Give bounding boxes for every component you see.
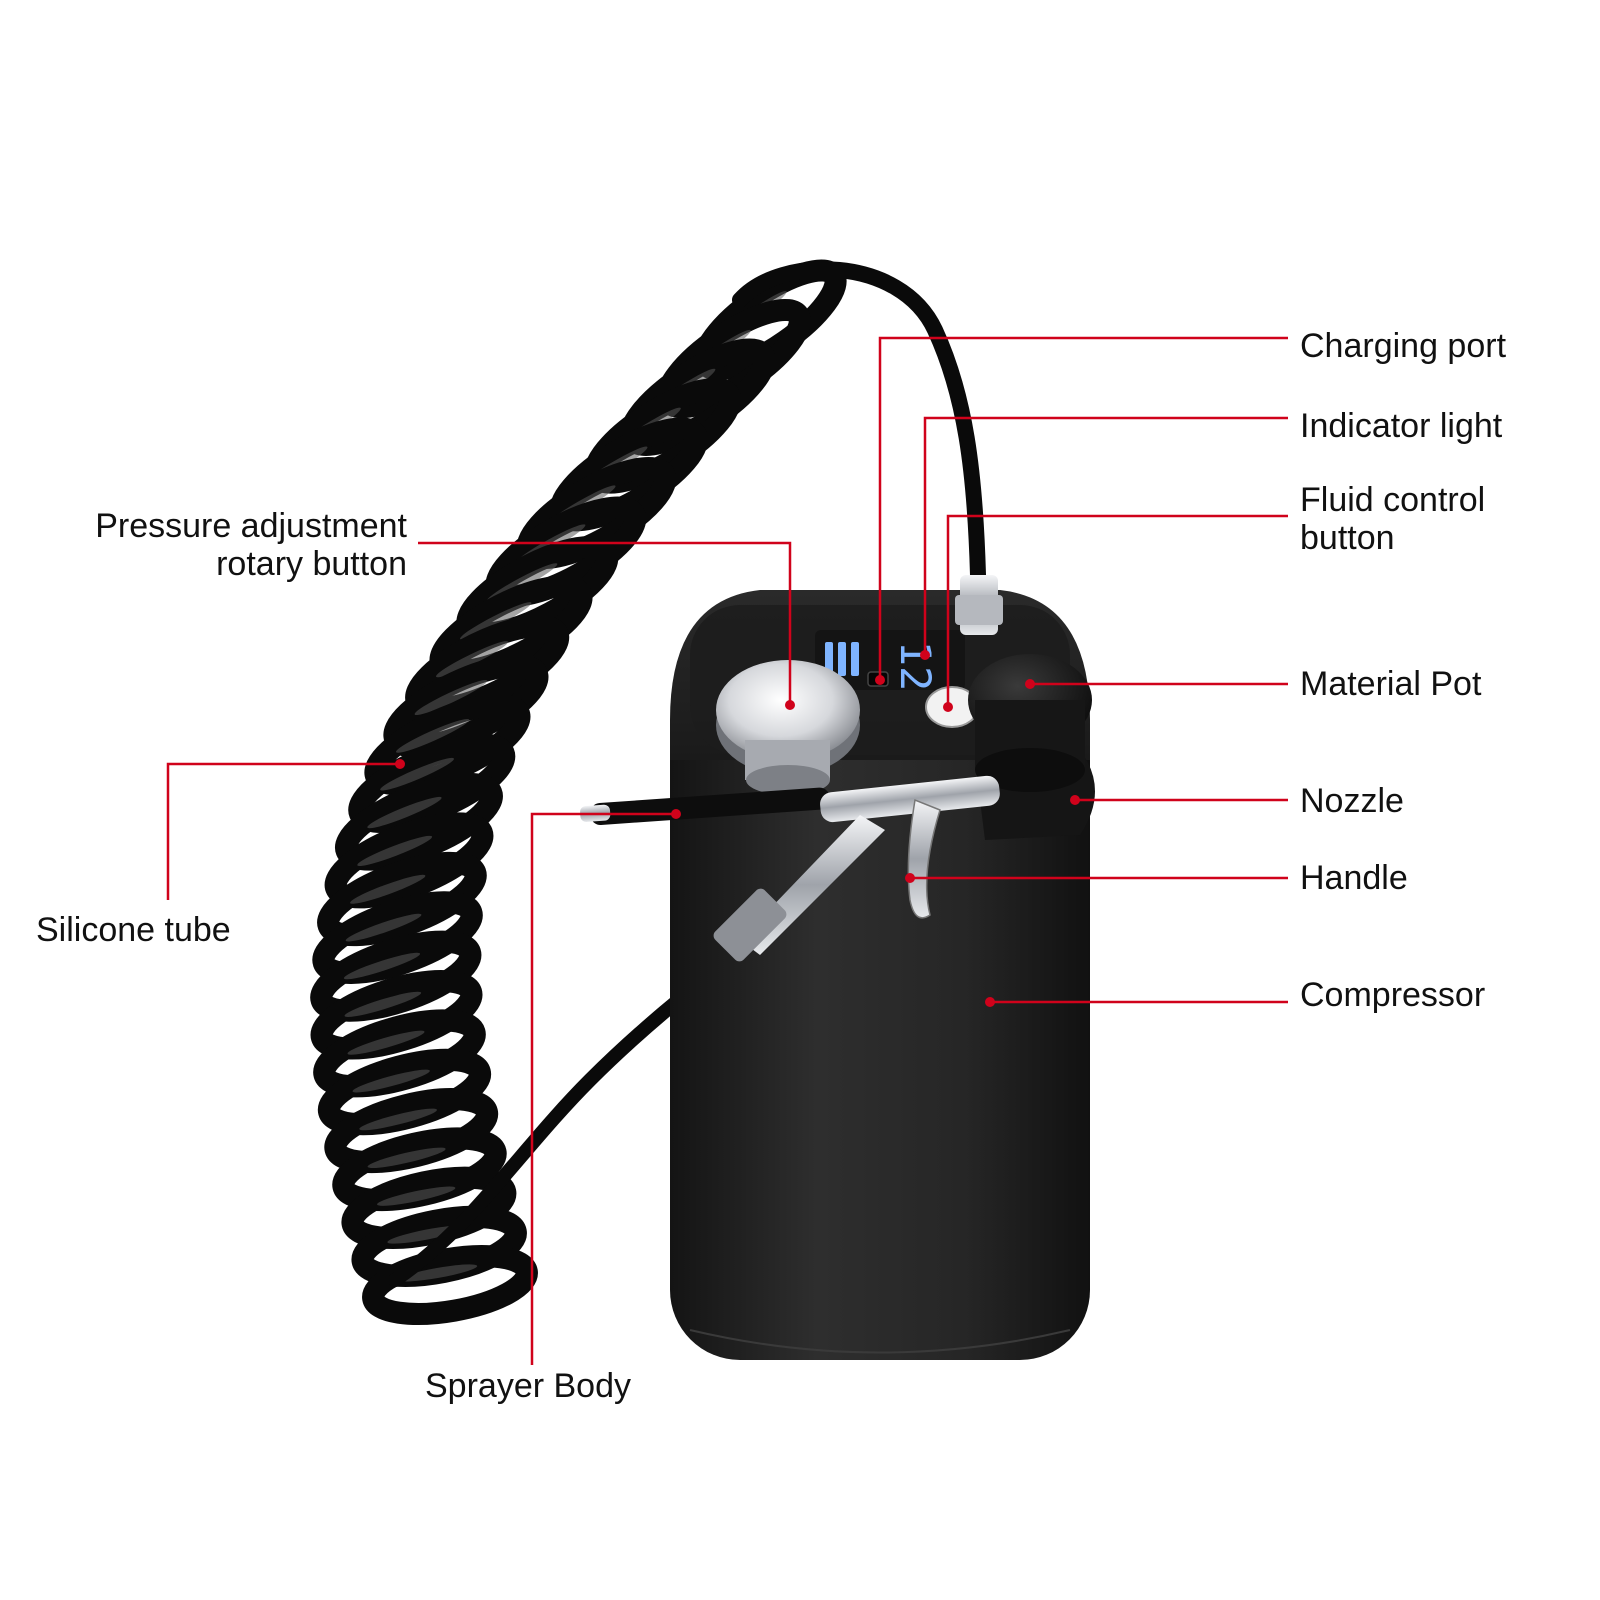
leader-compressor-dot: [985, 997, 995, 1007]
label-fluid-control-line2: button: [1300, 519, 1395, 557]
leader-fluid-control: [946, 514, 1288, 707]
display-reading: 12: [891, 641, 940, 692]
label-silicone-tube: Silicone tube: [36, 911, 231, 949]
coil-highlight: [350, 874, 426, 904]
coil-highlight: [380, 757, 454, 791]
label-handle: Handle: [1300, 859, 1408, 897]
leader-lines: [166, 336, 1288, 1365]
leader-material-pot-dot: [1025, 679, 1035, 689]
leader-pressure: [418, 541, 792, 705]
coil-highlight: [398, 1264, 478, 1282]
label-compressor: Compressor: [1300, 976, 1486, 1014]
silicone-tube-top: [732, 261, 986, 583]
coil-highlight: [460, 602, 532, 640]
leader-charging-port: [878, 336, 1288, 680]
leader-pressure-dot: [785, 700, 795, 710]
coil-loop: [334, 772, 503, 871]
airbrush-sprayer[interactable]: [580, 775, 1001, 964]
coil-highlight: [414, 680, 488, 716]
coil-loop: [324, 812, 494, 909]
leader-silicone-tube: [166, 762, 400, 900]
battery-bars-icon: [825, 642, 859, 676]
leader-nozzle-dot: [1070, 795, 1080, 805]
leader-charging-port-dot: [875, 675, 885, 685]
label-sprayer-body: Sprayer Body: [425, 1367, 631, 1405]
coil-highlight: [367, 1147, 446, 1169]
label-pressure-line2: rotary button: [216, 545, 407, 583]
leader-sprayer-body: [530, 812, 676, 1365]
coil-highlight: [436, 641, 509, 678]
leader-indicator-light-dot: [920, 650, 930, 660]
leader-sprayer-body-dot: [671, 809, 681, 819]
coil-highlight: [345, 913, 422, 942]
coil-highlight: [343, 952, 421, 980]
coil-loop: [317, 851, 487, 947]
coil-highlight: [395, 718, 470, 753]
trigger-handle[interactable]: [907, 798, 941, 919]
label-material-pot: Material Pot: [1300, 665, 1482, 703]
coil-highlight: [352, 1069, 430, 1093]
knurled-connector: [713, 888, 787, 962]
coil-highlight: [347, 1030, 425, 1055]
label-charging-port: Charging port: [1300, 327, 1507, 365]
material-pot: [968, 654, 1092, 792]
label-fluid-control-line1: Fluid control: [1300, 481, 1486, 519]
coil-highlight: [377, 1186, 456, 1206]
leader-dots: [395, 650, 1080, 1007]
coil-loop: [362, 1245, 538, 1325]
coil-highlight: [357, 835, 433, 866]
label-indicator-light: Indicator light: [1300, 407, 1503, 445]
pressure-rotary-knob[interactable]: [716, 660, 860, 795]
leader-handle-dot: [905, 873, 915, 883]
leader-silicone-tube-dot: [395, 759, 405, 769]
coil-highlight: [367, 796, 442, 829]
leader-fluid-control-dot: [943, 702, 953, 712]
digital-display: 12: [815, 630, 965, 691]
silicone-tube-coil: [310, 259, 847, 1325]
label-pressure-line1: Pressure adjustment: [95, 507, 407, 545]
leader-indicator-light: [923, 416, 1288, 655]
air-fitting: [955, 575, 1003, 635]
label-nozzle: Nozzle: [1300, 782, 1404, 820]
coil-highlight: [344, 991, 422, 1017]
coil-highlight: [359, 1108, 437, 1131]
